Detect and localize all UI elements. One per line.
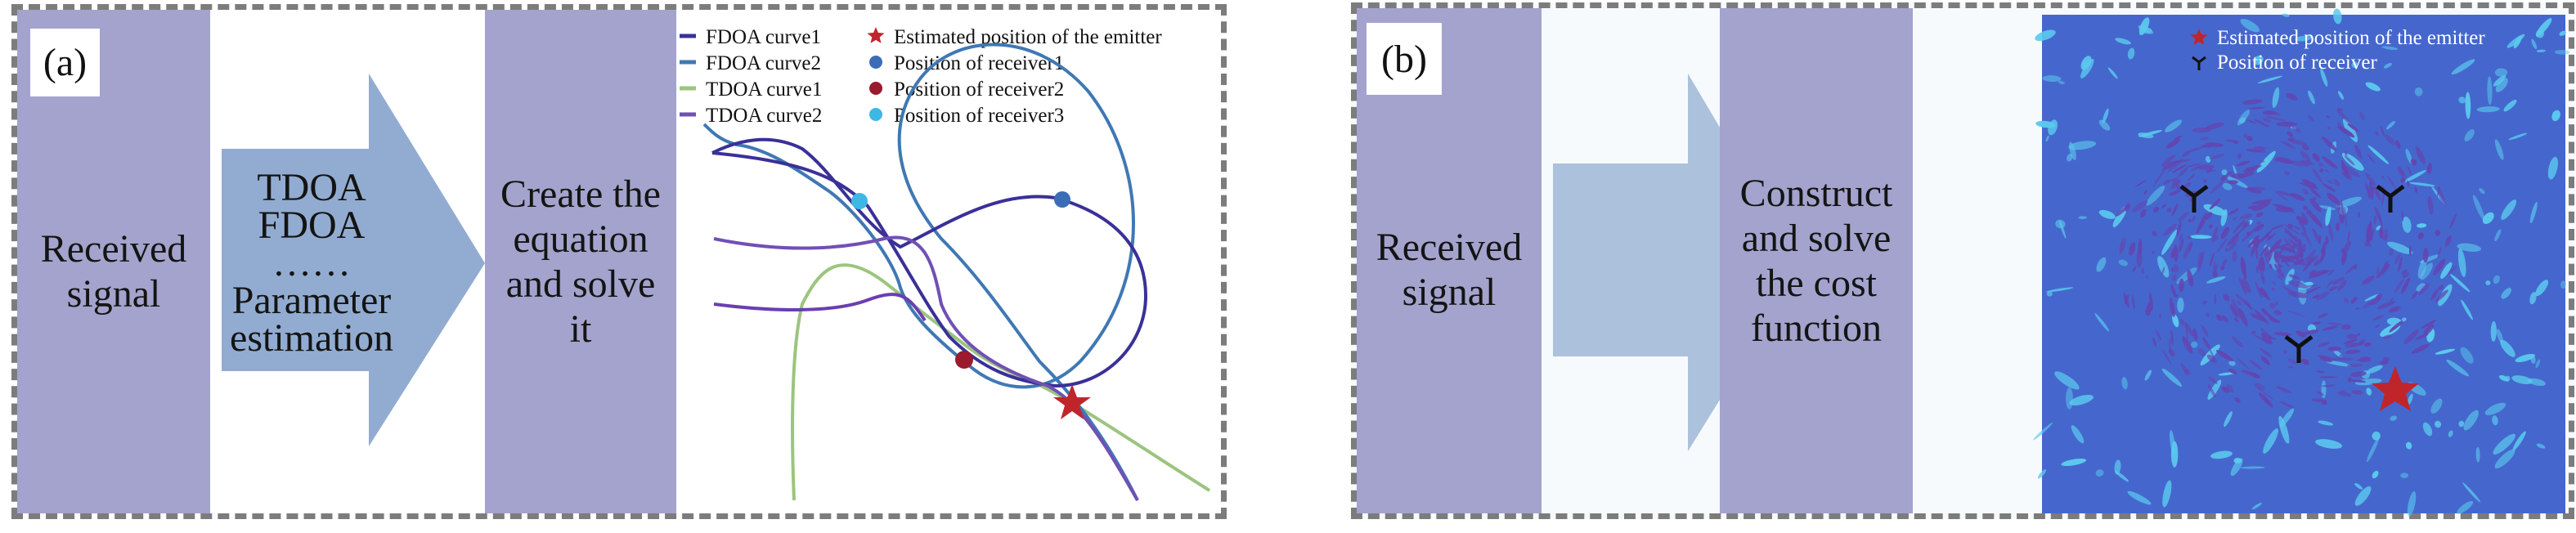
panel-a: (a) Received signal TDOA FDOA …… Paramet…	[11, 4, 1227, 519]
parameter-estimation-text: TDOA FDOA …… Parameter estimation	[213, 149, 410, 378]
param-line-1: TDOA	[257, 166, 366, 209]
create-equation-text: Create the equation and solve it	[485, 10, 676, 513]
legend-dot-icon	[869, 82, 882, 95]
receiver1-dot	[1054, 191, 1070, 208]
create-equation-block	[485, 10, 676, 513]
param-line-3: ……	[272, 241, 351, 284]
equation-line-3: and solve	[505, 262, 656, 306]
cost-line-4: function	[1751, 307, 1882, 350]
legend-a-entry: Position of receiver1	[894, 52, 1064, 74]
receiver-icon-1	[2179, 185, 2209, 213]
emitter-star-a	[1053, 384, 1091, 419]
cost-function-text: Construct and solve the cost function	[1720, 8, 1913, 513]
receiver-icon-3	[2284, 335, 2313, 363]
legend-b-entry: Position of receiver	[2217, 52, 2377, 74]
param-line-5: estimation	[230, 316, 393, 360]
equation-line-2: equation	[513, 217, 648, 261]
receiver-icon-2	[2376, 185, 2405, 213]
legend-dot-icon	[869, 56, 882, 69]
cost-function-block	[1720, 8, 1913, 513]
panel-b-label: (b)	[1367, 23, 1442, 95]
received-signal-b-line-1: Received	[1376, 226, 1523, 269]
fdoa-curve2	[702, 43, 1139, 501]
received-signal-line-1: Received	[40, 227, 187, 271]
emitter-star-b	[2372, 366, 2419, 411]
receiver2-dot	[955, 351, 973, 369]
cost-line-2: and solve	[1741, 217, 1892, 260]
equation-line-1: Create the	[500, 172, 661, 216]
cost-line-1: Construct	[1739, 172, 1893, 215]
legend-a-entry: FDOA curve1	[706, 26, 821, 48]
panel-a-label: (a)	[30, 29, 100, 96]
legend-b-entry: Estimated position of the emitter	[2217, 27, 2485, 49]
param-line-2: FDOA	[258, 204, 366, 247]
param-line-4: Parameter	[231, 279, 392, 322]
received-signal-b-line-2: signal	[1402, 271, 1497, 314]
legend-a-entry: TDOA curve1	[706, 78, 822, 101]
legend-star-icon	[2190, 29, 2208, 45]
equation-line-4: it	[569, 307, 592, 351]
received-signal-text-b: Received signal	[1357, 8, 1542, 531]
panel-b: (b) Received signal Construct and solve …	[1351, 2, 2574, 519]
legend-a-entry: TDOA curve2	[706, 105, 822, 127]
legend-star-icon	[867, 27, 885, 43]
received-signal-text: Received signal	[17, 10, 210, 533]
curve-plot	[702, 43, 1211, 501]
legend-receiver-icon	[2192, 56, 2206, 70]
legend-a-entry: Position of receiver3	[894, 105, 1064, 127]
receiver3-dot	[851, 193, 868, 209]
flow-arrow-a	[222, 74, 485, 446]
cost-line-3: the cost	[1756, 262, 1877, 305]
legend-a-entry: Position of receiver2	[894, 78, 1064, 101]
legend-a-entry: Estimated position of the emitter	[894, 26, 1162, 48]
tdoa-curve2-lower	[713, 293, 927, 322]
cost-function-map: Estimated position of the emitterPositio…	[2033, 8, 2570, 517]
received-signal-line-2: signal	[66, 272, 161, 316]
legend-a-entry: FDOA curve2	[706, 52, 821, 74]
legend-dot-icon	[869, 108, 882, 121]
